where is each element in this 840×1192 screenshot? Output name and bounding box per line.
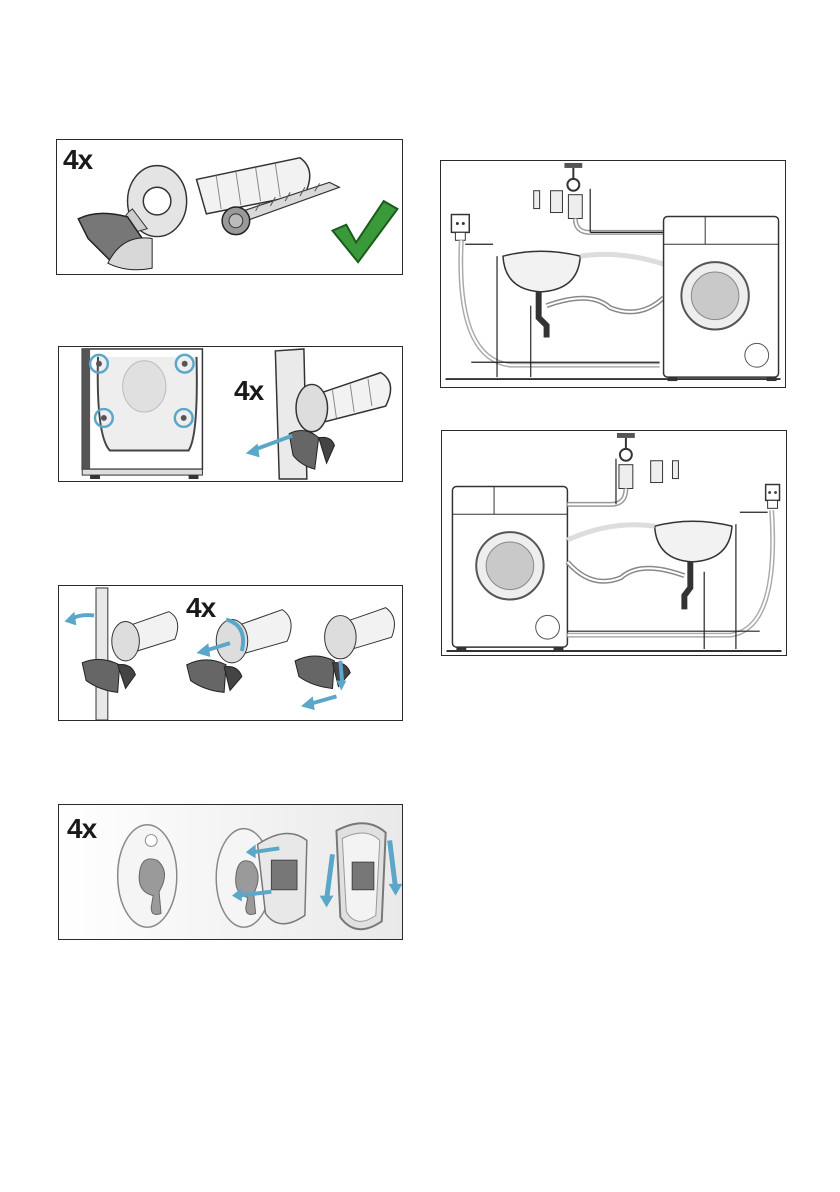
transport-bolt-icon [295,608,394,689]
remove-bolts-illustration [59,347,402,481]
transport-bolt-icon [78,158,310,270]
water-tap-icon [534,163,583,219]
panel-remove-bolts: 4x [58,346,403,482]
cover-caps-illustration [59,805,402,939]
panel-transport-bolts-parts: 4x [56,139,403,275]
washing-machine-icon [664,217,779,382]
water-tap-icon [617,433,678,489]
washing-machine-icon [452,487,567,652]
checkmark-icon [332,201,397,262]
cover-cap-icon [216,829,307,928]
panel-installation-machine-left [441,430,787,656]
power-socket-icon [766,485,780,509]
panel-installation-machine-right [440,160,786,388]
washing-machine-back-icon [82,349,202,479]
sink-icon [503,251,580,337]
installation-left-illustration [442,431,786,655]
cover-cap-icon [336,823,385,929]
installation-right-illustration [441,161,785,387]
panel-cover-caps: 4x [58,804,403,940]
sink-icon [655,521,732,609]
transport-bolt-illustration [57,140,402,274]
power-socket-icon [451,215,469,241]
bolt-removal-illustration [59,586,402,720]
panel-bolt-removal-steps: 4x [58,585,403,721]
cover-cap-icon [118,825,177,927]
transport-bolt-icon [289,373,390,470]
